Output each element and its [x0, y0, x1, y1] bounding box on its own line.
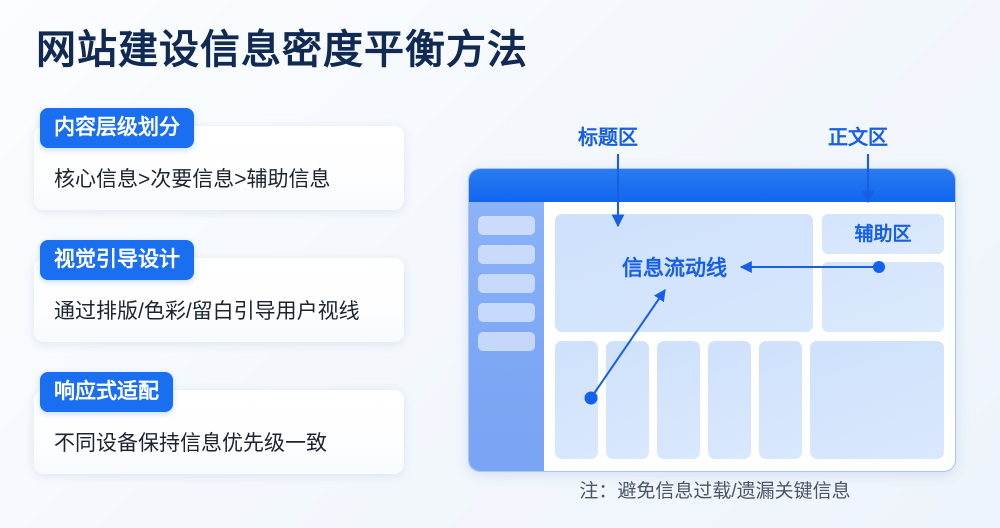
mock-aside-label-box: 辅助区 [822, 214, 944, 254]
layout-diagram: 标题区 正文区 辅助区 [450, 110, 980, 515]
diagram-note: 注：避免信息过载/遗漏关键信息 [579, 481, 851, 502]
mock-column-block [708, 341, 751, 459]
callout-title-area: 标题区 [578, 127, 638, 149]
mock-content-bottom-row [555, 341, 944, 459]
mock-content-top-row: 辅助区 [555, 214, 944, 332]
browser-main: 辅助区 [469, 202, 955, 471]
method-card-body: 不同设备保持信息优先级一致 [54, 432, 327, 455]
mock-column-block [555, 341, 598, 459]
browser-mockup: 辅助区 [468, 168, 956, 472]
sidebar-nav-item [478, 303, 535, 322]
page-title: 网站建设信息密度平衡方法 [36, 28, 528, 72]
method-card-badge: 内容层级划分 [40, 108, 194, 148]
method-card-badge: 视觉引导设计 [40, 240, 194, 280]
mock-column-block [606, 341, 649, 459]
browser-topbar [469, 169, 955, 202]
sidebar-nav-item [478, 274, 535, 293]
callout-body-area: 正文区 [828, 127, 888, 149]
mock-column-block [759, 341, 802, 459]
sidebar-nav-item [478, 216, 535, 235]
mock-sidebar [469, 202, 544, 471]
flow-line-label: 信息流动线 [622, 257, 727, 280]
mock-column-block-wide [810, 341, 944, 459]
method-card: 响应式适配 不同设备保持信息优先级一致 [34, 372, 404, 474]
mock-column-block [657, 341, 700, 459]
sidebar-nav-item [478, 245, 535, 264]
method-card-body: 通过排版/色彩/留白引导用户视线 [54, 300, 360, 323]
mock-aside-block [822, 262, 944, 332]
method-card-body: 核心信息>次要信息>辅助信息 [54, 168, 331, 191]
sidebar-nav-item [478, 332, 535, 351]
method-card: 视觉引导设计 通过排版/色彩/留白引导用户视线 [34, 240, 404, 342]
method-card: 内容层级划分 核心信息>次要信息>辅助信息 [34, 108, 404, 210]
method-card-badge: 响应式适配 [40, 372, 173, 412]
mock-content: 辅助区 [544, 202, 955, 471]
mock-aside-label: 辅助区 [854, 223, 912, 245]
method-card-list: 内容层级划分 核心信息>次要信息>辅助信息 视觉引导设计 通过排版/色彩/留白引… [34, 108, 404, 474]
mock-aside-column: 辅助区 [822, 214, 944, 332]
